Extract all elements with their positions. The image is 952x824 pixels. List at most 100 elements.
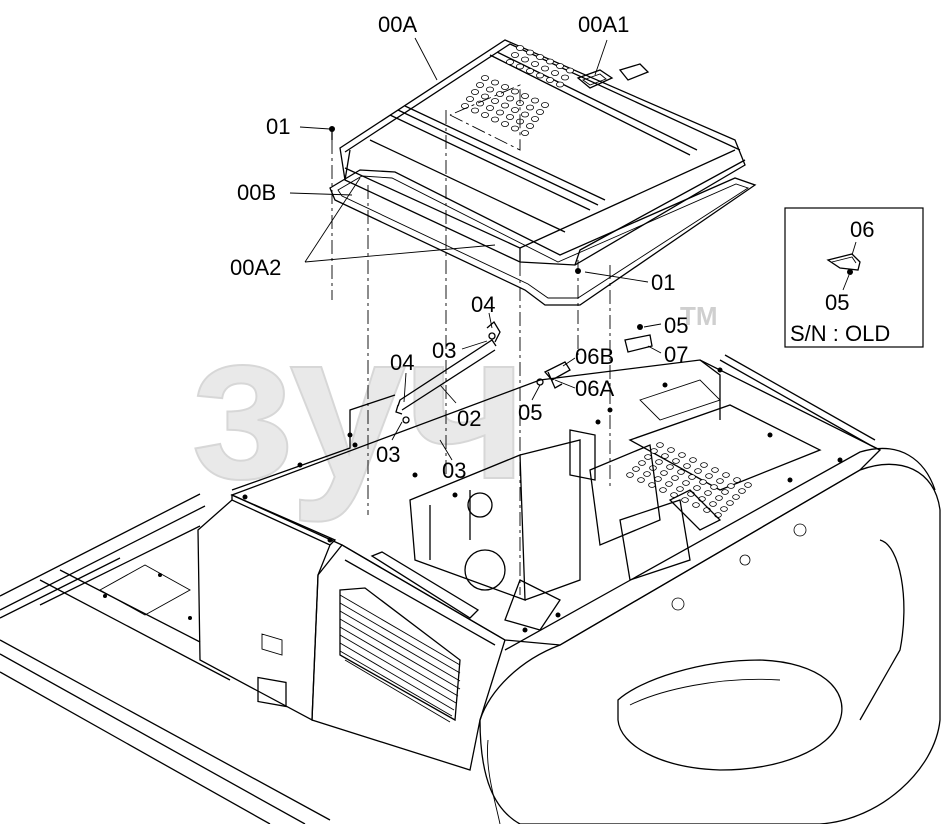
vent-hole bbox=[526, 123, 535, 129]
vent-hole bbox=[475, 100, 484, 107]
callout-01-top: 01 bbox=[266, 114, 290, 139]
vent-hole bbox=[490, 79, 499, 86]
callout-05-upper: 05 bbox=[664, 313, 688, 338]
vent-hole bbox=[470, 89, 479, 95]
leader-lines bbox=[289, 37, 662, 461]
vent-hole bbox=[526, 104, 535, 111]
callout-00A2: 00A2 bbox=[230, 255, 281, 280]
vent-hole bbox=[637, 477, 645, 483]
vent-hole bbox=[536, 54, 545, 60]
vent-hole bbox=[485, 105, 494, 111]
vent-hole bbox=[722, 472, 730, 478]
vent-hole bbox=[521, 111, 530, 118]
vent-hole bbox=[516, 45, 525, 51]
callout-04-lower: 04 bbox=[390, 350, 414, 375]
vent-hole bbox=[678, 452, 686, 458]
vent-hole bbox=[500, 84, 509, 90]
vent-hole bbox=[465, 96, 474, 102]
vent-hole bbox=[643, 471, 651, 477]
vent-hole bbox=[505, 59, 514, 65]
vent-hole bbox=[531, 97, 540, 104]
callout-03-mid: 03 bbox=[442, 458, 466, 483]
vent-hole bbox=[526, 68, 535, 74]
callout-06A: 06A bbox=[575, 376, 614, 401]
vent-hole bbox=[485, 86, 494, 93]
vent-hole bbox=[632, 466, 640, 472]
watermark-trademark: TM bbox=[680, 301, 718, 331]
inset-callout-05: 05 bbox=[825, 290, 849, 315]
perforated-panel bbox=[626, 404, 822, 518]
vent-hole bbox=[738, 488, 746, 494]
vent-hole bbox=[700, 462, 708, 468]
vent-hole bbox=[689, 457, 697, 463]
vent-hole bbox=[710, 484, 718, 490]
vent-hole bbox=[693, 485, 701, 491]
vent-hole bbox=[510, 107, 519, 113]
vent-hole bbox=[671, 475, 679, 481]
vent-hole bbox=[682, 480, 690, 486]
vent-hole bbox=[521, 56, 530, 63]
vent-hole bbox=[541, 65, 550, 72]
vent-hole bbox=[716, 478, 724, 484]
vent-hole bbox=[480, 75, 489, 81]
vent-hole bbox=[692, 502, 700, 508]
vent-hole bbox=[480, 93, 489, 100]
vent-hole bbox=[638, 460, 646, 466]
vent-hole bbox=[500, 102, 509, 109]
vent-hole bbox=[659, 487, 667, 493]
vent-hole bbox=[715, 495, 723, 501]
vent-hole bbox=[699, 479, 707, 485]
screw-01 bbox=[329, 126, 581, 274]
vent-hole bbox=[672, 458, 680, 464]
vent-hole bbox=[490, 98, 499, 104]
vent-hole bbox=[536, 72, 545, 79]
vent-hole bbox=[676, 486, 684, 492]
callout-03-left: 03 bbox=[376, 442, 400, 467]
vent-hole bbox=[510, 125, 519, 132]
vent-hole bbox=[510, 88, 519, 95]
vent-hole bbox=[516, 63, 525, 70]
vent-hole bbox=[510, 52, 519, 58]
inset-callout-06: 06 bbox=[850, 217, 874, 242]
vent-hole bbox=[661, 453, 669, 459]
vent-hole bbox=[727, 483, 735, 489]
vent-hole bbox=[556, 81, 565, 88]
vent-hole bbox=[546, 58, 555, 65]
vent-hole bbox=[705, 473, 713, 479]
vent-hole bbox=[536, 109, 545, 115]
vent-hole bbox=[531, 61, 540, 67]
vent-hole bbox=[546, 77, 555, 83]
vent-hole bbox=[665, 481, 673, 487]
vent-hole bbox=[694, 468, 702, 474]
vent-hole bbox=[495, 109, 504, 116]
vent-hole bbox=[556, 63, 565, 69]
vent-hole bbox=[683, 463, 691, 469]
vent-hole bbox=[626, 472, 634, 478]
track-frame bbox=[0, 493, 331, 824]
inset-old-serial: 06 05 S/N : OLD bbox=[784, 207, 924, 348]
vent-hole bbox=[561, 74, 570, 81]
vent-hole bbox=[505, 95, 514, 102]
vent-hole bbox=[500, 121, 509, 127]
vent-hole bbox=[521, 130, 530, 136]
vent-hole bbox=[475, 82, 484, 88]
vent-hole bbox=[566, 67, 575, 74]
vent-hole bbox=[531, 116, 540, 122]
vent-hole bbox=[526, 49, 535, 56]
vent-hole bbox=[666, 464, 674, 470]
vent-hole bbox=[541, 102, 550, 108]
vent-hole bbox=[744, 482, 752, 488]
callout-00A1: 00A1 bbox=[578, 12, 629, 37]
vent-hole bbox=[720, 506, 728, 512]
seal-00B bbox=[329, 169, 757, 306]
inset-serial-note: S/N : OLD bbox=[790, 321, 890, 346]
callout-02: 02 bbox=[457, 406, 481, 431]
vent-hole bbox=[654, 476, 662, 482]
side-door bbox=[197, 494, 337, 722]
vent-hole bbox=[655, 459, 663, 465]
front-grille-panel bbox=[311, 544, 506, 771]
vent-hole bbox=[681, 497, 689, 503]
vent-hole bbox=[677, 469, 685, 475]
callout-07: 07 bbox=[664, 342, 688, 367]
